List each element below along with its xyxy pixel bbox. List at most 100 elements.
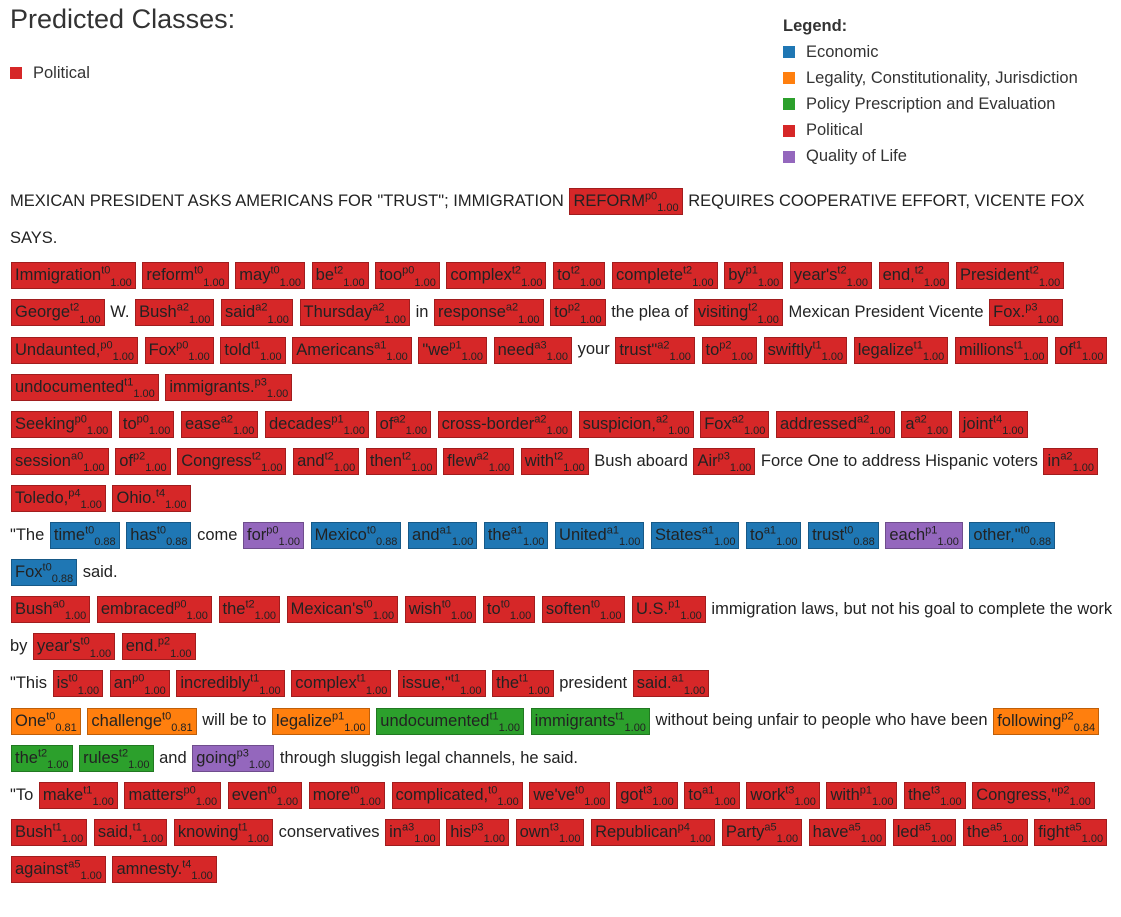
token-score: 1.00 xyxy=(279,276,302,289)
token-word: Mexican's xyxy=(290,600,364,619)
highlighted-token: Georget21.00 xyxy=(11,299,105,327)
highlighted-token: top21.00 xyxy=(701,336,757,364)
token-word: even xyxy=(231,785,268,804)
highlighted-token: followingp20.84 xyxy=(993,707,1100,735)
article-paragraph: "The timet00.88 hast00.88 come forp01.00… xyxy=(10,517,1118,591)
highlighted-token: complicated,t01.00 xyxy=(391,781,523,809)
highlighted-token: saida21.00 xyxy=(220,299,293,327)
highlighted-token: Undaunted,p01.00 xyxy=(11,336,138,364)
token-tag: t1 xyxy=(812,339,822,352)
token-tag: t2 xyxy=(251,450,262,463)
token-tag: t2 xyxy=(334,264,344,277)
token-tag: t2 xyxy=(245,598,255,611)
highlighted-token: Congress,"p21.00 xyxy=(972,781,1095,809)
highlighted-token: ist01.00 xyxy=(52,670,104,698)
legend-label: Legality, Constitutionality, Jurisdictio… xyxy=(806,68,1078,87)
highlighted-token: "wep11.00 xyxy=(418,336,488,364)
token-score: 1.00 xyxy=(344,721,366,734)
token-word: U.S. xyxy=(636,600,669,619)
token-tag: a1 xyxy=(606,524,619,537)
token-tag: a2 xyxy=(1060,450,1073,463)
token-tag: p1 xyxy=(331,413,344,426)
token-word: said xyxy=(224,303,256,322)
token-tag: t1 xyxy=(250,339,261,352)
token-tag: a2 xyxy=(255,301,268,314)
token-word: the xyxy=(908,785,931,804)
token-word: end, xyxy=(882,266,915,285)
token-word: "we xyxy=(422,340,450,359)
highlighted-token: year'st01.00 xyxy=(33,633,116,661)
token-word: addressed xyxy=(779,414,858,433)
token-word: we've xyxy=(533,785,576,804)
page-title: Predicted Classes: xyxy=(10,4,236,34)
article-paragraph: Busha01.00 embracedp01.00 thet21.00 Mexi… xyxy=(10,591,1118,665)
token-tag: t0 xyxy=(366,524,377,537)
token-tag: t0 xyxy=(68,672,78,685)
highlighted-token: thea11.00 xyxy=(483,521,549,549)
token-word: undocumented xyxy=(15,377,125,396)
token-tag: t1 xyxy=(238,821,248,834)
highlighted-token: Partya51.00 xyxy=(721,818,803,846)
token-word: Bush xyxy=(15,600,53,619)
token-word: suspicion, xyxy=(582,414,656,433)
token-tag: p0 xyxy=(136,413,149,426)
token-score: 1.00 xyxy=(714,796,736,809)
token-word: Fox. xyxy=(993,303,1026,322)
token-tag: t1 xyxy=(1072,339,1083,352)
token-score: 1.00 xyxy=(923,276,946,289)
token-score: 1.00 xyxy=(1002,833,1024,846)
token-score: 1.00 xyxy=(64,610,87,623)
highlighted-token: top21.00 xyxy=(550,299,606,327)
token-tag: p3 xyxy=(1025,301,1038,314)
token-tag: a2 xyxy=(657,339,670,352)
token-word: and xyxy=(297,451,325,470)
plain-text: in xyxy=(415,303,429,322)
token-tag: a5 xyxy=(848,821,861,834)
token-score: 1.00 xyxy=(518,313,540,326)
token-tag: t0 xyxy=(488,784,498,797)
token-tag: p0 xyxy=(644,190,658,203)
token-tag: a3 xyxy=(534,339,547,352)
token-tag: a2 xyxy=(857,413,870,426)
token-word: other," xyxy=(973,525,1021,544)
token-score: 1.00 xyxy=(657,202,679,215)
token-score: 1.00 xyxy=(668,425,690,437)
token-score: 1.00 xyxy=(1072,462,1094,474)
token-score: 0.81 xyxy=(171,721,193,734)
highlighted-token: incrediblyt11.00 xyxy=(176,670,285,698)
highlighted-token: Statesa11.00 xyxy=(651,521,740,549)
token-word: millions xyxy=(958,340,1014,359)
plain-text: Bush aboard xyxy=(594,451,688,470)
token-word: year's xyxy=(37,637,81,656)
token-word: with xyxy=(830,785,860,804)
highlighted-token: embracedp01.00 xyxy=(96,596,212,624)
highlighted-token: said,t11.00 xyxy=(93,818,168,846)
token-tag: t0 xyxy=(46,710,56,723)
token-word: challenge xyxy=(91,711,163,730)
token-word: Party xyxy=(725,822,765,841)
highlighted-token: Immigrationt01.00 xyxy=(11,262,136,290)
highlighted-token: witht21.00 xyxy=(520,447,589,475)
token-tag: t0 xyxy=(42,561,52,574)
token-word: the xyxy=(496,674,520,693)
token-score: 1.00 xyxy=(248,758,271,771)
token-tag: p0 xyxy=(132,672,145,685)
highlighted-token: swiftlyt11.00 xyxy=(763,336,848,364)
token-tag: a2 xyxy=(534,413,547,426)
highlighted-token: fighta51.00 xyxy=(1034,818,1108,846)
token-score: 1.00 xyxy=(83,462,105,474)
token-tag: a5 xyxy=(989,821,1003,834)
token-score: 1.00 xyxy=(497,796,519,809)
token-tag: t0 xyxy=(1020,524,1030,537)
token-score: 1.00 xyxy=(559,833,581,846)
token-score: 1.00 xyxy=(261,462,283,474)
token-word: States xyxy=(655,525,702,544)
plain-text: come xyxy=(197,525,238,544)
plain-text: MEXICAN PRESIDENT ASKS AMERICANS FOR "TR… xyxy=(10,192,564,211)
token-score: 1.00 xyxy=(1037,313,1059,326)
highlighted-token: ofa21.00 xyxy=(375,410,432,438)
highlighted-token: challenget00.81 xyxy=(87,707,197,735)
token-word: has xyxy=(130,525,157,544)
highlighted-token: ina31.00 xyxy=(385,818,440,846)
token-word: wish xyxy=(408,600,442,619)
